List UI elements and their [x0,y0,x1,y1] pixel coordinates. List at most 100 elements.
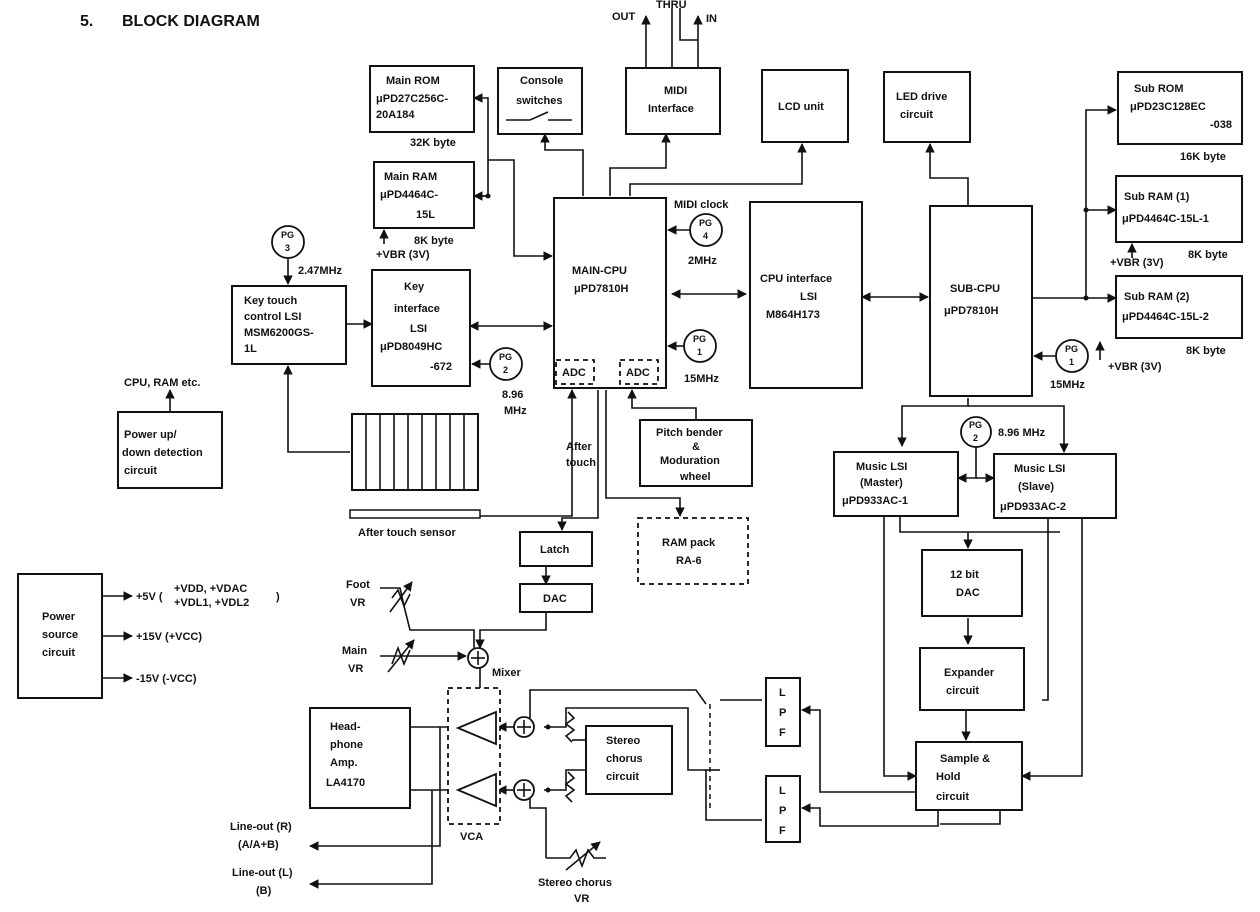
power-source-line3: circuit [42,647,75,659]
dac-12bit-label: DAC [956,587,980,599]
foot-vr-label-2: VR [350,597,365,609]
pg2-music-label: PG [969,420,982,430]
pitch-bender-title: Pitch bender [656,427,723,439]
sub-ram2-vbr: +VBR (3V) [1108,361,1162,373]
pg2-music-node: PG 2 [960,416,992,448]
lpf-upper-p: P [779,707,786,719]
pg1-sub-freq: 15MHz [1050,379,1085,391]
sub-rom-block: Sub ROM μPD23C128EC -038 16K byte [1117,71,1243,163]
led-drive-label-2: circuit [900,109,933,121]
music-lsi-master-part: μPD933AC-1 [842,495,908,507]
pg4-midi-label: PG [699,218,712,228]
chorus-pot-upper-icon [564,711,576,743]
pg1-sub-num: 1 [1069,357,1074,367]
key-interface-title: Key [404,281,425,293]
sample-hold-line3: circuit [936,791,969,803]
sub-rom-part-suffix: -038 [1210,119,1232,131]
sub-ram1-vbr: +VBR (3V) [1110,257,1164,269]
lpf-upper-l: L [779,687,786,699]
music-lsi-master-role: (Master) [860,477,903,489]
pg1-sub-label: PG [1065,344,1078,354]
pg2-key-freq: 8.96 [502,389,523,401]
sub-ram2-part: μPD4464C-15L-2 [1122,311,1209,323]
vca-label: VCA [460,831,483,843]
headphone-amp-block: Head- phone Amp. LA4170 [309,707,411,809]
sub-rom-title: Sub ROM [1134,83,1184,95]
pg2-key-label: PG [499,352,512,362]
pg4-midi-note: MIDI clock [674,199,729,211]
ram-pack-block: RAM pack RA-6 [637,517,749,585]
cpu-interface-part: M864H173 [766,309,820,321]
vca-group: VCA [447,687,501,843]
lpf-upper-block: L P F [765,677,801,747]
pg3-keytouch-node: PG 3 [271,225,305,259]
sub-cpu-title: SUB-CPU [950,283,1000,295]
expander-title: Expander [944,667,995,679]
pg2-key-num: 2 [503,365,508,375]
foot-vr-symbol [389,581,413,613]
main-ram-block: Main RAM μPD4464C- 15L 8K byte +VBR (3V) [373,161,475,261]
sample-hold-block: Sample & Hold circuit [915,741,1023,811]
midi-out-label: OUT [612,11,636,23]
sub-ram2-size: 8K byte [1186,345,1226,357]
sub-ram2-block: Sub RAM (2) μPD4464C-15L-2 8K byte +VBR … [1108,275,1243,373]
after-touch-label: After [566,441,592,453]
stereo-chorus-vr-label-2: VR [574,893,589,905]
pitch-bender-line3: Moduration [660,455,720,467]
pitch-bender-block: Pitch bender & Moduration wheel [639,419,753,487]
lcd-unit-label: LCD unit [778,101,824,113]
midi-thru-label: THRU [656,0,687,11]
main-rom-block: Main ROM μPD27C256C- 20A184 32K byte [369,65,475,149]
pg3-keytouch-label: PG [281,230,294,240]
ram-pack-part: RA-6 [676,555,702,567]
music-lsi-master-title: Music LSI [856,461,907,473]
adc-left-label: ADC [562,367,586,379]
key-interface-block: Key interface LSI μPD8049HC -672 [371,269,471,387]
pg4-midi-num: 4 [703,231,708,241]
latch-block: Latch [519,531,593,567]
led-drive-label: LED drive [896,91,947,103]
page-title: BLOCK DIAGRAM [122,13,260,30]
pg4-midi-node: PG 4 [689,213,723,247]
lpf-lower-block: L P F [765,775,801,843]
rail-neg15v-label: -15V (-VCC) [136,673,197,685]
sub-rom-part: μPD23C128EC [1130,101,1206,113]
line-out-r-label-2: (A/A+B) [238,839,279,851]
sub-ram1-size: 8K byte [1188,249,1228,261]
vca-lower-triangle [455,772,497,808]
power-source-title: Power [42,611,76,623]
sub-rom-size: 16K byte [1180,151,1226,163]
sub-cpu-block: SUB-CPU μPD7810H [929,205,1033,397]
led-drive-block: LED drive circuit [883,71,971,143]
after-touch-label-2: touch [566,457,596,469]
pg2-key-freq-unit: MHz [504,405,527,417]
pitch-bender-line4: wheel [679,471,711,483]
rail-5v-label: +5V ( [136,591,163,603]
main-rom-title: Main ROM [386,75,440,87]
pg2-music-num: 2 [973,433,978,443]
key-interface-part-suffix: -672 [430,361,452,373]
key-touch-block: Key touch control LSI MSM6200GS- 1L [231,285,347,365]
main-vr-symbol [387,639,415,673]
mixer-label: Mixer [492,667,521,679]
mixer-node [467,647,489,669]
rail-15v-label: +15V (+VCC) [136,631,202,643]
rail-5v-a: +VDD, +VDAC [174,583,247,595]
main-ram-vbr: +VBR (3V) [376,249,430,261]
midi-in-label: IN [706,13,717,25]
ram-pack-title: RAM pack [662,537,716,549]
key-touch-line2: control LSI [244,311,301,323]
pitch-bender-amp: & [692,441,700,453]
cpu-interface-lsi: LSI [800,291,817,303]
adc-right-label: ADC [626,367,650,379]
rail-5v-close: ) [276,591,280,603]
sub-cpu-part: μPD7810H [944,305,998,317]
pg1-sub-node: PG 1 [1055,339,1089,373]
stereo-chorus-vr-label: Stereo chorus [538,877,612,889]
music-lsi-slave-role: (Slave) [1018,481,1054,493]
lcd-unit-block: LCD unit [761,69,849,143]
main-vr-label-2: VR [348,663,363,675]
cpu-interface-block: CPU interface LSI M864H173 [749,201,863,389]
headphone-amp-line2: phone [330,739,363,751]
